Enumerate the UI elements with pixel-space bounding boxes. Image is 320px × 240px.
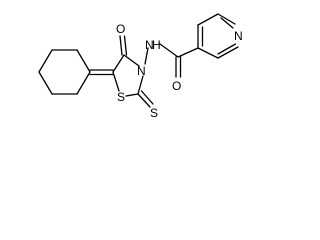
bond: [112, 54, 125, 73]
bond: [140, 90, 154, 105]
atom-label-nitrogen-amide: N: [145, 38, 154, 52]
atom-label-oxygen-keto: O: [116, 22, 125, 36]
bond: [112, 71, 120, 92]
amide-double-bond: [175, 56, 182, 78]
atom-label-hydrogen-amide: H: [152, 38, 161, 52]
bond: [137, 93, 151, 108]
bond: [125, 93, 139, 97]
chemical-structure: O N N H S S O N: [38, 13, 243, 120]
bond: [119, 35, 123, 56]
exocyclic-double-bond: [89, 69, 114, 76]
keto-double-bond: [119, 35, 128, 56]
bond: [217, 13, 236, 25]
atom-label-sulfur-thione: S: [150, 106, 158, 120]
atom-label-oxygen-amide: O: [172, 79, 181, 93]
bond: [217, 46, 239, 59]
carbonyl-aryl-bond: [177, 47, 199, 58]
bond: [76, 71, 91, 95]
bond: [76, 49, 91, 73]
nh-carbonyl-bond: [159, 43, 179, 58]
thiazolidinone-ring: [112, 54, 144, 97]
bond: [38, 71, 53, 95]
n-n-bond: [144, 47, 149, 65]
bond: [197, 13, 219, 26]
bond: [123, 35, 128, 56]
bond: [217, 43, 237, 55]
bond: [38, 49, 53, 73]
bond: [220, 17, 234, 29]
atom-label-nitrogen-ring: N: [137, 64, 146, 78]
atom-label-nitrogen-pyridine: N: [234, 29, 243, 43]
thione-double-bond: [137, 90, 154, 108]
cyclohexylidene-ring: [38, 49, 91, 95]
atom-label-sulfur-ring: S: [117, 90, 125, 104]
bond: [137, 75, 144, 95]
bond: [123, 54, 140, 67]
pyridine-ring: [197, 13, 239, 59]
bond: [197, 47, 219, 59]
